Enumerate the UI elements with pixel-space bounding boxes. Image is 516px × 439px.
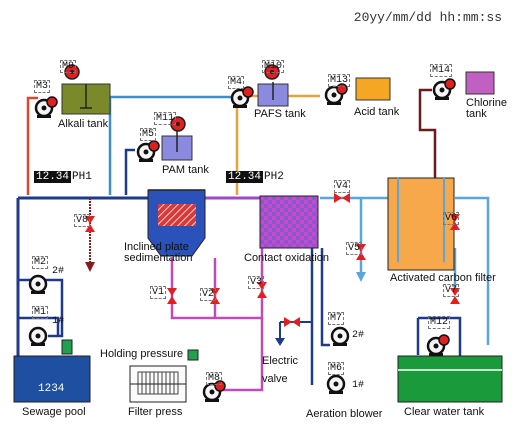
m4-tag: M4 [228,76,245,89]
chlorine-tank [465,71,495,95]
alkali-tank-label: Alkali tank [58,118,109,130]
filter-press [129,365,187,403]
sewage-pool [13,339,91,403]
pump-m7[interactable] [330,326,350,346]
v5-arrow [356,272,366,282]
clear-water-tank [397,355,503,403]
filter-press-label: Filter press [128,406,183,418]
blower-1-number: 1# [352,380,365,391]
contact-oxidation-label: Contact oxidation [244,252,329,264]
ph1-value: 12.34 [34,171,72,183]
valve-v7[interactable] [450,288,460,304]
m8-tag: M8 [206,372,223,385]
pump-m14[interactable] [432,78,456,100]
v7-tag: V7 [443,284,460,297]
acid-tank-label: Acid tank [354,106,400,118]
electric-valve-arrow [275,338,285,346]
valve-v1[interactable] [167,288,177,304]
v6-tag: V6 [443,212,460,225]
valve-v4[interactable] [334,193,350,203]
pump-m4[interactable] [230,86,254,108]
pump-m5[interactable] [136,140,160,162]
aeration-pipe-2 [320,248,330,347]
sewage-level-display: 1234 [38,383,65,395]
v1-tag: V1 [150,286,167,299]
pam-tank [161,128,193,161]
v3-tag: V3 [248,276,265,289]
pam-tank-label: PAM tank [162,164,209,176]
ph2-value: 12.34 [226,171,264,183]
chlorine-pipe [418,88,437,195]
m1-tag: M1 [32,306,49,319]
carbon-return-pipe [455,196,490,345]
alkali-pipe [26,96,38,195]
chlorine-tank-label: Chlorine tank [466,97,507,120]
pump-m2[interactable] [28,274,48,294]
v8-arrow [85,262,95,272]
carbon-filter-label: Activated carbon filter [390,272,496,284]
electric-valve[interactable] [284,317,300,327]
m14-tag: M14 [430,64,453,77]
m5-tag: M5 [140,128,157,141]
aeration-blower-label: Aeration blower [306,408,383,420]
alkali-tank [61,83,111,115]
sewage-pump-2-number: 2# [52,266,65,277]
pafs-tank [257,82,289,107]
m9-tag: M9 [60,60,77,73]
pump-m13[interactable] [324,83,348,105]
m7-tag: M7 [328,312,345,325]
v5-tag: V5 [346,242,363,255]
contact-oxidation-tank [259,195,319,249]
valve-v6[interactable] [450,214,460,230]
m6-tag: M6 [328,362,345,375]
sludge-to-press [222,318,264,392]
m2-tag: M2 [32,256,49,269]
m10-tag: M10 [262,60,285,73]
m12-tag: M12 [428,316,451,329]
sewage-pump-1-number: 1# [52,316,65,327]
blower-2-number: 2# [352,330,365,341]
pump-m3[interactable] [34,96,58,118]
sewage-pool-label: Sewage pool [22,406,86,418]
electric-valve-label: Electric valve [262,355,299,385]
pump-m12[interactable] [426,334,450,356]
ph1-name: PH1 [72,171,92,183]
pam-pipe [124,148,135,195]
pafs-tank-label: PAFS tank [254,108,306,120]
ph2-name: PH2 [264,171,284,183]
pump-m1[interactable] [28,326,48,346]
clear-water-pipe [418,316,462,358]
v8-tag: V8 [74,214,91,227]
m11-tag: M11 [154,112,177,125]
timestamp: 20yy/mm/dd hh:mm:ss [353,10,502,25]
inclined-plate-unit [147,189,206,257]
m13-tag: M13 [328,74,351,87]
clear-water-tank-label: Clear water tank [404,406,485,418]
acid-tank [355,77,391,101]
holding-pressure-label: Holding pressure [100,348,184,360]
holding-pressure-lamp [187,349,199,361]
valve-v5[interactable] [356,244,366,260]
pump-m6[interactable] [326,374,346,394]
pump1-loop [18,316,60,336]
v4-tag: V4 [334,180,351,193]
m3-tag: M3 [34,80,51,93]
valve-v3[interactable] [257,282,267,298]
v2-tag: V2 [200,288,217,301]
inclined-plate-label: Inclined plate sedimentation [124,241,193,264]
